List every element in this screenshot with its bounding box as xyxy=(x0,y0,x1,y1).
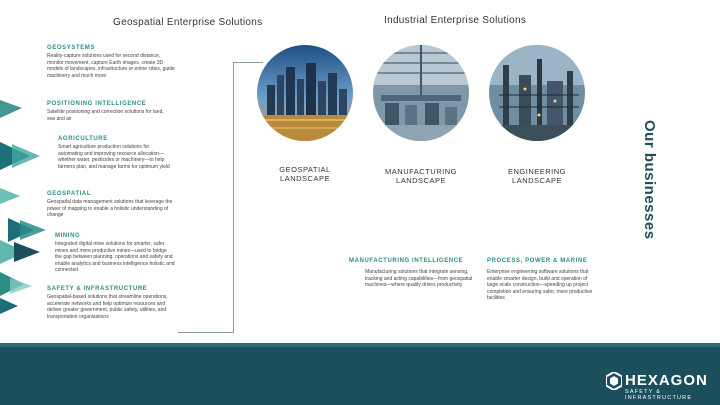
section-body: Smart agriculture production solutions f… xyxy=(58,144,170,170)
section-title: SAFETY & INFRASTRUCTURE xyxy=(47,286,148,292)
triangle-icon xyxy=(14,242,40,262)
brand-tagline: SAFETY & INFRASTRUCTURE xyxy=(625,389,693,401)
section-positioning: POSITIONING INTELLIGENCE Satellite posit… xyxy=(47,101,172,122)
landscape-label-line: LANDSCAPE xyxy=(396,176,446,185)
triangle-icon xyxy=(20,220,46,240)
triangle-icon xyxy=(0,240,26,264)
column-body: Manufacturing solutions that integrate s… xyxy=(365,269,473,288)
section-body: Reality-capture solutions used for secon… xyxy=(47,53,175,79)
landscape-label-geospatial: GEOSPATIAL LANDSCAPE xyxy=(253,165,357,183)
left-header: Geospatial Enterprise Solutions xyxy=(113,17,263,28)
footer-accent-strip xyxy=(0,343,720,347)
landscape-label-line: MANUFACTURING xyxy=(385,167,457,176)
section-title: MINING xyxy=(55,233,81,239)
footer-bar xyxy=(0,343,720,405)
section-body: Geospatial data management solutions tha… xyxy=(47,199,173,218)
section-body: Satellite positioning and correction sol… xyxy=(47,109,164,122)
our-businesses-title: Our businesses xyxy=(641,120,658,240)
connector-line xyxy=(233,62,263,63)
triangle-icon xyxy=(10,278,32,294)
column-title: MANUFACTURING INTELLIGENCE xyxy=(349,258,464,264)
connector-line xyxy=(178,332,234,333)
landscape-label-engineering: ENGINEERING LANDSCAPE xyxy=(485,167,589,185)
triangle-icon xyxy=(0,298,18,314)
section-title: GEOSPATIAL xyxy=(47,191,92,197)
section-title: GEOSYSTEMS xyxy=(47,45,96,51)
city-skyline-image xyxy=(257,45,353,141)
refinery-image xyxy=(489,45,585,141)
section-agriculture: AGRICULTURE Smart agriculture production… xyxy=(58,136,173,170)
section-safety: SAFETY & INFRASTRUCTURE Geospatial-based… xyxy=(47,286,175,320)
landscape-label-line: LANDSCAPE xyxy=(280,174,330,183)
triangle-icon xyxy=(0,100,22,118)
column-body: Enterprise engineering software solution… xyxy=(487,269,593,301)
landscape-label-manufacturing: MANUFACTURING LANDSCAPE xyxy=(369,167,473,185)
section-geosystems: GEOSYSTEMS Reality-capture solutions use… xyxy=(47,45,175,79)
section-mining: MINING Integrated digital mine solutions… xyxy=(55,233,175,274)
landscape-label-line: LANDSCAPE xyxy=(512,176,562,185)
triangle-icon xyxy=(12,144,40,168)
brand-name: HEXAGON xyxy=(625,372,708,389)
landscape-label-line: ENGINEERING xyxy=(507,167,566,176)
column-title: PROCESS, POWER & MARINE xyxy=(487,258,588,264)
section-body: Integrated digital mine solutions for sm… xyxy=(55,241,175,273)
right-header: Industrial Enterprise Solutions xyxy=(384,15,527,26)
triangle-motif xyxy=(0,100,46,314)
section-geospatial: GEOSPATIAL Geospatial data management so… xyxy=(47,191,175,219)
column-manufacturing-intelligence: MANUFACTURING INTELLIGENCE Manufacturing… xyxy=(349,258,474,289)
hexagon-logo-icon xyxy=(606,372,622,390)
section-body: Geospatial-based solutions that streamli… xyxy=(47,294,168,320)
connector-line xyxy=(233,62,234,333)
triangle-icon xyxy=(0,188,20,204)
landscape-label-line: GEOSPATIAL xyxy=(279,165,331,174)
factory-interior-image xyxy=(373,45,469,141)
section-title: AGRICULTURE xyxy=(58,136,108,142)
column-process-power-marine: PROCESS, POWER & MARINE Enterprise engin… xyxy=(487,258,597,302)
section-title: POSITIONING INTELLIGENCE xyxy=(47,101,147,107)
